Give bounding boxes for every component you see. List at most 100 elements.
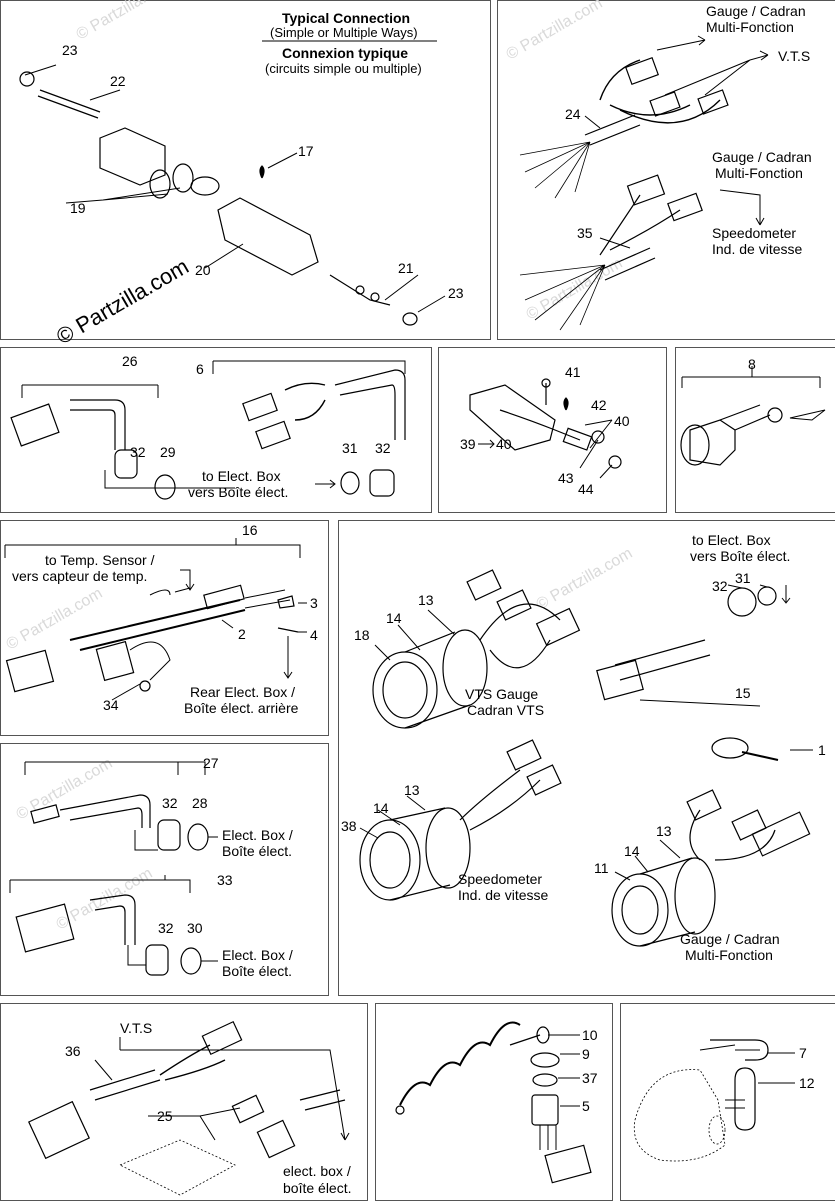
panel-sensor-8: [675, 347, 835, 513]
label-vts-gauge-1: VTS Gauge: [465, 686, 539, 702]
label-elect-box-2b: Boîte élect.: [222, 963, 293, 979]
callout-35: 35: [577, 225, 593, 241]
callout-8: 8: [748, 356, 756, 372]
label-elect-box-1a: Elect. Box /: [222, 827, 293, 843]
callout-42: 42: [591, 397, 607, 413]
callout-44: 44: [578, 481, 594, 497]
callout-22: 22: [110, 73, 126, 89]
callout-32b: 32: [375, 440, 391, 456]
callout-32a: 32: [130, 444, 146, 460]
label-vts-bottom: V.T.S: [120, 1020, 153, 1036]
panel-typical-connection: [0, 0, 491, 340]
panel-gauges: [338, 520, 835, 996]
callout-34: 34: [103, 697, 119, 713]
callout-14a: 14: [386, 610, 402, 626]
watermark-text: © Partzilla.com: [504, 0, 606, 63]
callout-29: 29: [160, 444, 176, 460]
subtitle-connexion-typique: (circuits simple ou multiple): [265, 61, 422, 76]
label-to-temp-sensor-2: vers capteur de temp.: [12, 568, 148, 584]
label-gauge-multifunction-3b: Multi-Fonction: [685, 947, 773, 963]
callout-27: 27: [203, 755, 219, 771]
title-typical-connection: Typical Connection: [282, 10, 411, 26]
subtitle-typical-connection: (Simple or Multiple Ways): [270, 25, 418, 40]
callout-39: 39: [460, 436, 476, 452]
callout-36: 36: [65, 1043, 81, 1059]
callout-10: 10: [582, 1027, 598, 1043]
label-elect-box-bottom-1: elect. box /: [283, 1163, 351, 1179]
callout-9: 9: [582, 1046, 590, 1062]
label-speedometer-top-b: Ind. de vitesse: [712, 241, 803, 257]
callout-38: 38: [341, 818, 357, 834]
callout-2: 2: [238, 626, 246, 642]
label-gauge-multifunction-1a: Gauge / Cadran: [706, 3, 806, 19]
label-speedometer-mid-2: Ind. de vitesse: [458, 887, 549, 903]
panel-harness-27-33: [0, 743, 329, 996]
callout-24: 24: [565, 106, 581, 122]
callout-23b: 23: [448, 285, 464, 301]
callout-40a: 40: [614, 413, 630, 429]
callout-43: 43: [558, 470, 574, 486]
label-to-elect-box-a2: vers Boîte élect.: [188, 484, 289, 500]
label-to-elect-box-b2: vers Boîte élect.: [690, 548, 791, 564]
callout-11: 11: [594, 860, 609, 876]
callout-19: 19: [70, 200, 86, 216]
callout-3: 3: [310, 595, 318, 611]
label-elect-box-2a: Elect. Box /: [222, 947, 293, 963]
callout-28: 28: [192, 795, 208, 811]
callout-32e: 32: [158, 920, 174, 936]
title-connexion-typique: Connexion typique: [282, 45, 408, 61]
watermark-text: © Partzilla.com: [54, 865, 156, 934]
callout-13a: 13: [418, 592, 434, 608]
panel-vts-harness: [0, 1003, 368, 1201]
callout-1: 1: [818, 742, 826, 758]
label-to-elect-box-b1: to Elect. Box: [692, 532, 771, 548]
callout-6: 6: [196, 361, 204, 377]
label-gauge-multifunction-2a: Gauge / Cadran: [712, 149, 812, 165]
label-elect-box-bottom-2: boîte élect.: [283, 1180, 352, 1196]
callout-12: 12: [799, 1075, 815, 1091]
watermarks: © Partzilla.com © Partzilla.com © Partzi…: [4, 0, 636, 933]
label-gauge-multifunction-1b: Multi-Fonction: [706, 19, 794, 35]
callout-21: 21: [398, 260, 414, 276]
label-vts-top: V.T.S: [778, 48, 811, 64]
watermark-text: © Partzilla.com: [534, 545, 636, 614]
label-rear-elect-box-2: Boîte élect. arrière: [184, 700, 299, 716]
panel-caps: [620, 1003, 835, 1201]
callout-7: 7: [799, 1045, 807, 1061]
panel-harness-16: [0, 520, 329, 736]
label-gauge-multifunction-2b: Multi-Fonction: [715, 165, 803, 181]
watermark-main: © Partzilla.com: [52, 254, 193, 350]
callout-5: 5: [582, 1098, 590, 1114]
callout-31b: 31: [735, 570, 751, 586]
callout-37: 37: [582, 1070, 598, 1086]
callout-14b: 14: [373, 800, 389, 816]
callout-40b: 40: [496, 436, 512, 452]
callout-26: 26: [122, 353, 138, 369]
label-speedometer-mid-1: Speedometer: [458, 871, 543, 887]
watermark-text: © Partzilla.com: [4, 585, 106, 654]
label-vts-gauge-2: Cadran VTS: [467, 702, 545, 718]
watermark-text: © Partzilla.com: [74, 0, 176, 43]
callout-16: 16: [242, 522, 258, 538]
callout-14c: 14: [624, 843, 640, 859]
callout-30: 30: [187, 920, 203, 936]
label-to-elect-box-a1: to Elect. Box: [202, 468, 281, 484]
label-elect-box-1b: Boîte élect.: [222, 843, 293, 859]
panel-harness-6-26: [0, 347, 432, 513]
callout-20: 20: [195, 262, 211, 278]
callout-17: 17: [298, 143, 314, 159]
label-to-temp-sensor-1: to Temp. Sensor /: [45, 552, 155, 568]
label-speedometer-top-a: Speedometer: [712, 225, 797, 241]
callout-15: 15: [735, 685, 751, 701]
callout-18: 18: [354, 627, 370, 643]
callout-23: 23: [62, 42, 78, 58]
label-rear-elect-box-1: Rear Elect. Box /: [190, 684, 296, 700]
callout-13c: 13: [656, 823, 672, 839]
callout-25: 25: [157, 1108, 173, 1124]
callout-4: 4: [310, 627, 318, 643]
panel-multifunction-harness: [497, 0, 835, 340]
label-gauge-multifunction-3a: Gauge / Cadran: [680, 931, 780, 947]
callout-32d: 32: [162, 795, 178, 811]
callout-32c: 32: [712, 578, 728, 594]
